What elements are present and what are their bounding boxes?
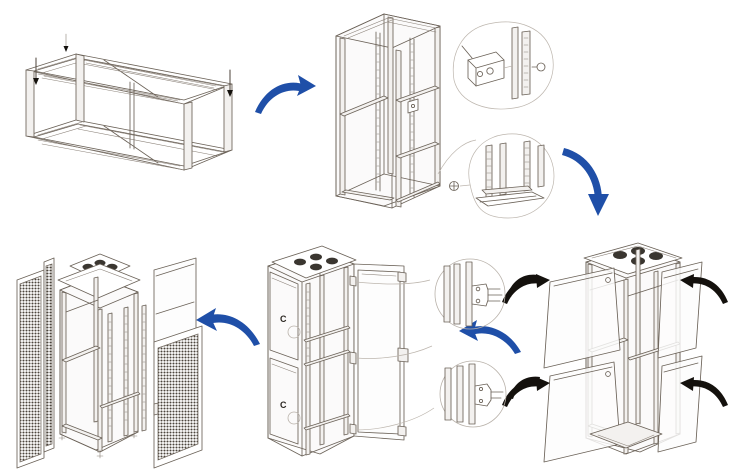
base-rails (341, 181, 441, 203)
door-hinges (349, 271, 409, 437)
side-panel-lower-left (543, 361, 621, 463)
detail-base-screw (449, 181, 459, 191)
frame-posts-exploded (61, 276, 139, 453)
side-panel-lower-with-hinge-label: C (269, 357, 301, 445)
frame-cross-rails-exploded (61, 299, 141, 441)
callout-lower-hinge-detail (437, 358, 515, 432)
detail-door-edge (443, 261, 473, 327)
top-cap-with-fan-vents (583, 242, 683, 275)
hinge-label-lower: C (280, 400, 287, 410)
panel-rotate-top-right (680, 272, 730, 308)
detail-door-edge (444, 363, 476, 425)
step-2-frame-upright-with-rails (322, 4, 482, 219)
detail-hinge-pin (471, 283, 503, 307)
side-panel-upper-left (543, 267, 621, 369)
detail-bracket (461, 45, 505, 87)
arrow-step4-to-step5 (192, 306, 264, 348)
detail-base-structure (475, 140, 545, 207)
callout-upper-hinge-detail (432, 256, 510, 334)
fastener-markers (58, 429, 138, 459)
detail-screw (531, 62, 546, 72)
hinge-label-upper: C (280, 314, 287, 324)
callout-base-rail-detail (436, 128, 558, 224)
arrow-step3-to-step4 (455, 318, 525, 358)
top-rail-assembly (25, 53, 233, 105)
top-cap-with-fan-vents (271, 245, 357, 279)
step-5-exploded-final-assembly (4, 236, 204, 470)
detail-rail-post (511, 26, 531, 100)
rail-perforations (43, 59, 217, 102)
base-detail (589, 421, 663, 449)
cross-braces (339, 85, 440, 159)
step-1-frame-skeleton-horizontal (8, 18, 248, 178)
bracket-fastener (407, 98, 419, 114)
panel-rotate-bottom-right (680, 375, 730, 411)
top-frame-detail (343, 17, 437, 39)
mesh-rear-door-right (43, 257, 55, 453)
step-3-side-panels-swing-on (528, 238, 718, 470)
hinge-hint-lower (508, 374, 542, 400)
mesh-front-door (153, 325, 203, 469)
arrow-step1-to-step2 (252, 72, 322, 118)
arrow-step2-to-step3 (558, 142, 628, 228)
corner-posts (25, 53, 233, 171)
step-4-doors-mounted-on-hinges: C C (258, 236, 438, 468)
interior-rails (303, 266, 351, 456)
callout-bracket-fastener-detail (448, 14, 560, 118)
front-glass-door (353, 263, 405, 441)
hinge-hint-upper (506, 272, 540, 298)
mounting-rails-exploded (107, 304, 147, 443)
mid-uprights (129, 81, 135, 150)
hinge-leader-lines (355, 279, 435, 431)
bottom-rail-assembly (25, 119, 233, 171)
mesh-rear-door-left (16, 269, 45, 469)
detail-hinge-bracket (474, 383, 504, 407)
insertion-direction-markers (33, 33, 233, 97)
top-tray-panel (57, 263, 141, 299)
mounting-rails (375, 31, 415, 198)
vertical-posts (339, 16, 441, 208)
side-panel-upper-with-hinge-label: C (269, 271, 301, 361)
